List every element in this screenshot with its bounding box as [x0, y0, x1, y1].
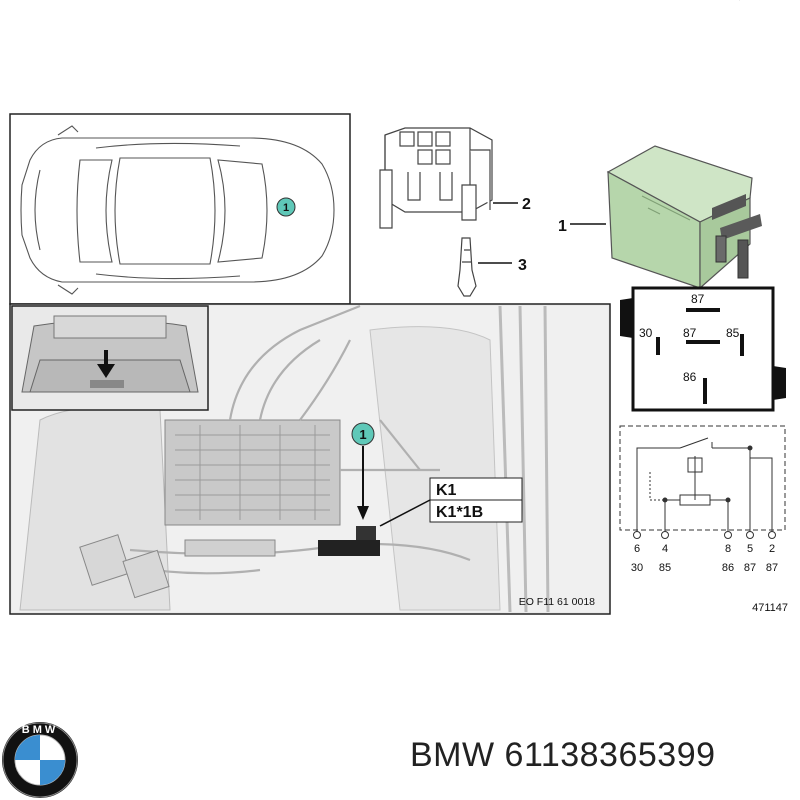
car-location-marker: 1: [276, 197, 296, 217]
label-k1-1b: K1*1B: [436, 504, 483, 521]
part-number-caption: BMW 61138365399: [410, 736, 716, 774]
bmw-logo: BMW: [2, 722, 78, 798]
callout-terminal: 3: [518, 257, 527, 274]
photo-location-marker-number: 1: [359, 427, 366, 442]
pin-label-left: 30: [639, 326, 653, 340]
relay-label-box: K1 K1*1B: [379, 477, 523, 527]
drawing-number: 471147: [752, 602, 788, 614]
photo-location-marker: 1: [351, 422, 375, 520]
schematic-terminal: 87: [744, 562, 756, 574]
schematic-pin: 2: [769, 543, 775, 555]
trunk-inset: [11, 305, 209, 411]
terminal-pin-drawing: [457, 237, 477, 297]
pin-layout-diagram: 87 30 87 85 86: [620, 286, 786, 412]
pin-label-right: 85: [726, 326, 740, 340]
callout-relay: 1: [558, 218, 567, 235]
schematic-pin-numbers: 6 4 8 5 2 30 85 86 87 87: [631, 543, 778, 574]
pin-label-bottom: 86: [683, 370, 697, 384]
relay-schematic: [619, 425, 786, 539]
schematic-pin: 5: [747, 543, 753, 555]
pin-label-center: 87: [683, 326, 697, 340]
schematic-terminal: 30: [631, 562, 643, 574]
callout-socket: 2: [522, 196, 531, 213]
pin-label-top: 87: [691, 292, 705, 306]
schematic-pin: 4: [662, 543, 668, 555]
logo-lettering: BMW: [22, 724, 59, 736]
photo-reference-code: EO F11 61 0018: [519, 596, 595, 608]
schematic-pin: 6: [634, 543, 640, 555]
schematic-terminal: 87: [766, 562, 778, 574]
relay-socket-drawing: [379, 127, 493, 229]
trunk-photo-panel: 1 K1 K1*1B EO F11 61 0018: [9, 303, 611, 615]
schematic-terminal: 86: [722, 562, 734, 574]
relay-drawing: [606, 0, 762, 290]
car-location-panel: 1: [9, 113, 351, 305]
schematic-pin: 8: [725, 543, 731, 555]
schematic-terminal: 85: [659, 562, 671, 574]
car-location-marker-number: 1: [283, 202, 289, 214]
label-k1: K1: [436, 482, 457, 499]
